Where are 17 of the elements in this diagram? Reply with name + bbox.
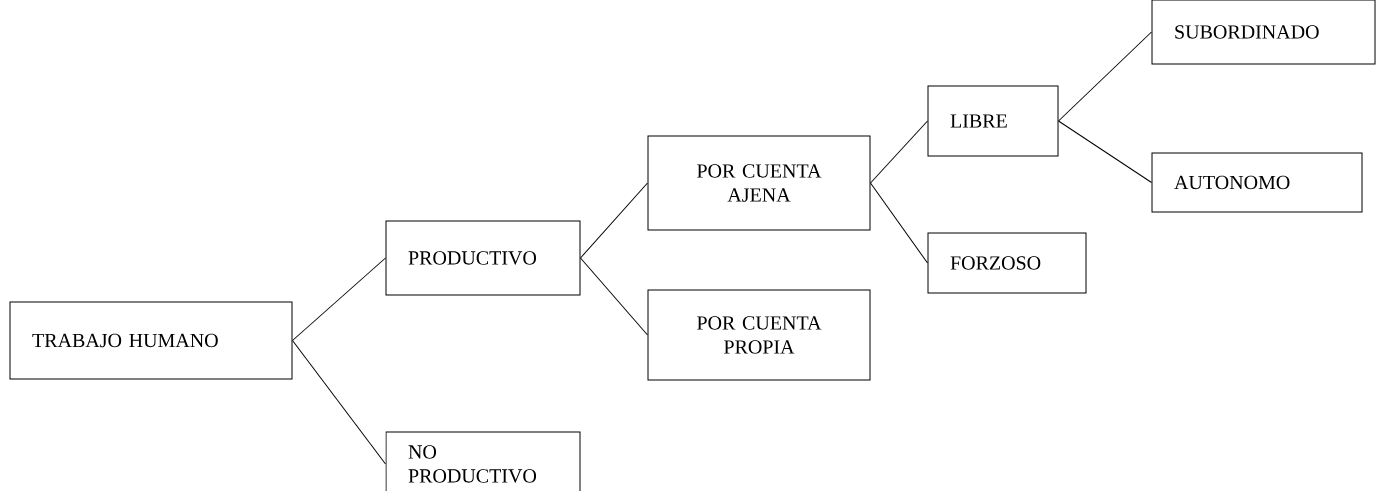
text-box: SUBORDINADO: [1151, 0, 1376, 65]
text-box: TRABAJO HUMANO: [9, 301, 293, 380]
connector-line: [1058, 120, 1152, 183]
text-box: FORZOSO: [927, 232, 1087, 294]
text-box: AUTONOMO: [1151, 152, 1363, 213]
text-box: PRODUCTIVO: [385, 220, 581, 296]
text-box: POR CUENTA PROPIA: [647, 289, 871, 381]
text-box: LIBRE: [927, 85, 1059, 157]
connector-line: [580, 182, 648, 259]
connector-line: [292, 340, 386, 465]
connector-line: [870, 120, 928, 184]
connector-line: [1058, 31, 1152, 122]
text-box: NO PRODUCTIVO: [385, 431, 581, 491]
connector-line: [292, 257, 386, 341]
connector-line: [580, 257, 648, 336]
text-box: POR CUENTA AJENA: [647, 135, 871, 231]
connector-line: [870, 182, 928, 264]
